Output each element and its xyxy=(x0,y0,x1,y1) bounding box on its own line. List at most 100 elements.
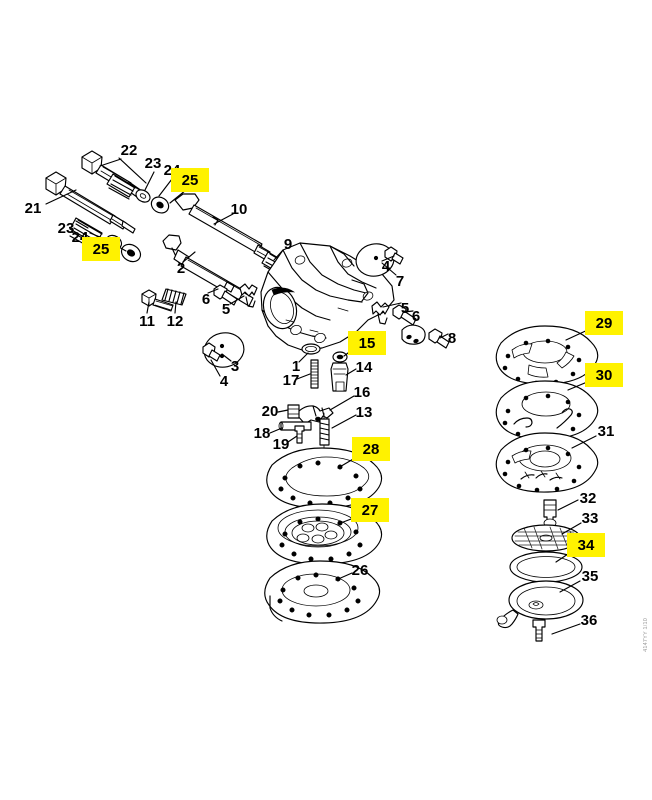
callout-highlight-27 xyxy=(351,498,389,522)
callout-number-text: 2 xyxy=(177,260,185,277)
callout-21: 21 xyxy=(25,200,42,217)
callout-27: 27 xyxy=(351,498,389,522)
part-21-screw xyxy=(45,171,136,234)
callout-number-text: 23 xyxy=(145,155,162,172)
callout-highlight-29 xyxy=(585,311,623,335)
callout-number-text: 25 xyxy=(182,172,199,189)
callout-25: 25 xyxy=(171,168,209,192)
callout-25: 25 xyxy=(82,237,120,261)
leader-lines xyxy=(45,157,597,635)
callout-number-text: 32 xyxy=(580,490,597,507)
callout-number-text: 4 xyxy=(220,373,229,390)
part-24-washer-upper xyxy=(135,189,151,203)
callout-number-text: 15 xyxy=(359,335,376,352)
callout-number-text: 8 xyxy=(448,330,456,347)
callout-highlight-25 xyxy=(82,237,120,261)
callout-4: 4 xyxy=(382,258,391,275)
callout-20: 20 xyxy=(262,403,279,420)
part-4-screw-upper xyxy=(384,246,404,265)
part-17-jet-rod xyxy=(310,359,319,389)
callout-number-text: 18 xyxy=(254,425,271,442)
callout-highlight-15 xyxy=(348,331,386,355)
callout-number-text: 19 xyxy=(273,436,290,453)
part-1-ring xyxy=(301,343,321,355)
part-31-pump-body xyxy=(495,432,599,493)
callout-number-text: 34 xyxy=(578,537,595,554)
callout-number-text: 22 xyxy=(121,142,138,159)
part-15-ring xyxy=(332,351,348,363)
callout-3: 3 xyxy=(231,358,239,375)
callout-number-text: 28 xyxy=(363,441,380,458)
callout-36: 36 xyxy=(581,612,598,629)
part-14-inlet-valve xyxy=(330,362,349,392)
callout-number-text: 16 xyxy=(354,384,371,401)
part-11-screw xyxy=(141,289,174,312)
part-25-nut-lower xyxy=(120,243,142,263)
callout-number-text: 29 xyxy=(596,315,613,332)
callout-12: 12 xyxy=(167,313,184,330)
callout-number-text: 12 xyxy=(167,313,184,330)
callout-number-text: 30 xyxy=(596,367,613,384)
callout-number-text: 35 xyxy=(582,568,599,585)
callout-number-text: 13 xyxy=(356,404,373,421)
callout-26: 26 xyxy=(352,562,369,579)
part-10-throttle-shaft xyxy=(174,193,271,261)
callout-6: 6 xyxy=(412,308,420,325)
throttle-choke-shaft-group xyxy=(45,150,293,312)
part-13-spring xyxy=(319,412,330,451)
part-12-spring xyxy=(161,288,187,306)
callout-highlight-34 xyxy=(567,533,605,557)
callout-number-text: 26 xyxy=(352,562,369,579)
watermark-text: 4147YY 1/10 xyxy=(643,618,649,652)
callout-number-text: 17 xyxy=(283,372,300,389)
part-20-pin xyxy=(287,404,300,419)
callout-highlight-28 xyxy=(352,437,390,461)
part-35-pump-cover xyxy=(496,580,584,629)
callout-5: 5 xyxy=(401,300,409,317)
callout-number-text: 6 xyxy=(202,291,210,308)
left-diaphragm-stack xyxy=(264,447,383,624)
callout-17: 17 xyxy=(283,372,300,389)
callout-28: 28 xyxy=(352,437,390,461)
callout-7: 7 xyxy=(396,273,404,290)
callout-number-text: 31 xyxy=(598,423,615,440)
carburetor-body-group xyxy=(202,242,450,451)
callout-number-text: 5 xyxy=(222,301,230,318)
callout-29: 29 xyxy=(585,311,623,335)
callout-number-text: 20 xyxy=(262,403,279,420)
callout-number-text: 23 xyxy=(58,220,75,237)
callout-number-text: 6 xyxy=(412,308,420,325)
callout-8: 8 xyxy=(448,330,456,347)
part-5-clip-right xyxy=(371,301,390,325)
part-bracket-plate xyxy=(401,324,426,345)
callout-22: 22 xyxy=(121,142,138,159)
part-32-screw xyxy=(543,499,557,528)
callout-18: 18 xyxy=(254,425,271,442)
callout-2: 2 xyxy=(177,260,185,277)
part-30-plate xyxy=(495,380,599,441)
part-23-spring-upper xyxy=(106,173,136,200)
callout-number-text: 27 xyxy=(362,502,379,519)
callout-number-text: 3 xyxy=(231,358,239,375)
callout-33: 33 xyxy=(582,510,599,527)
callout-35: 35 xyxy=(582,568,599,585)
part-33-screen xyxy=(511,524,581,552)
right-diaphragm-stack xyxy=(495,325,599,642)
part-34-gasket xyxy=(509,551,583,583)
callout-number-text: 9 xyxy=(284,236,292,253)
callout-number-text: 21 xyxy=(25,200,42,217)
callout-13: 13 xyxy=(356,404,373,421)
callout-30: 30 xyxy=(585,363,623,387)
callout-number-text: 1 xyxy=(292,358,300,375)
part-25-nut-upper xyxy=(150,196,170,214)
part-28-gasket xyxy=(266,447,383,509)
part-8-screw xyxy=(428,328,450,349)
callout-highlight-25 xyxy=(171,168,209,192)
part-29-plate xyxy=(495,325,599,386)
callout-number-layer: 2122232425232425109265111247568341171514… xyxy=(25,142,623,629)
callout-number-text: 36 xyxy=(581,612,598,629)
callout-highlight-30 xyxy=(585,363,623,387)
callout-19: 19 xyxy=(273,436,290,453)
